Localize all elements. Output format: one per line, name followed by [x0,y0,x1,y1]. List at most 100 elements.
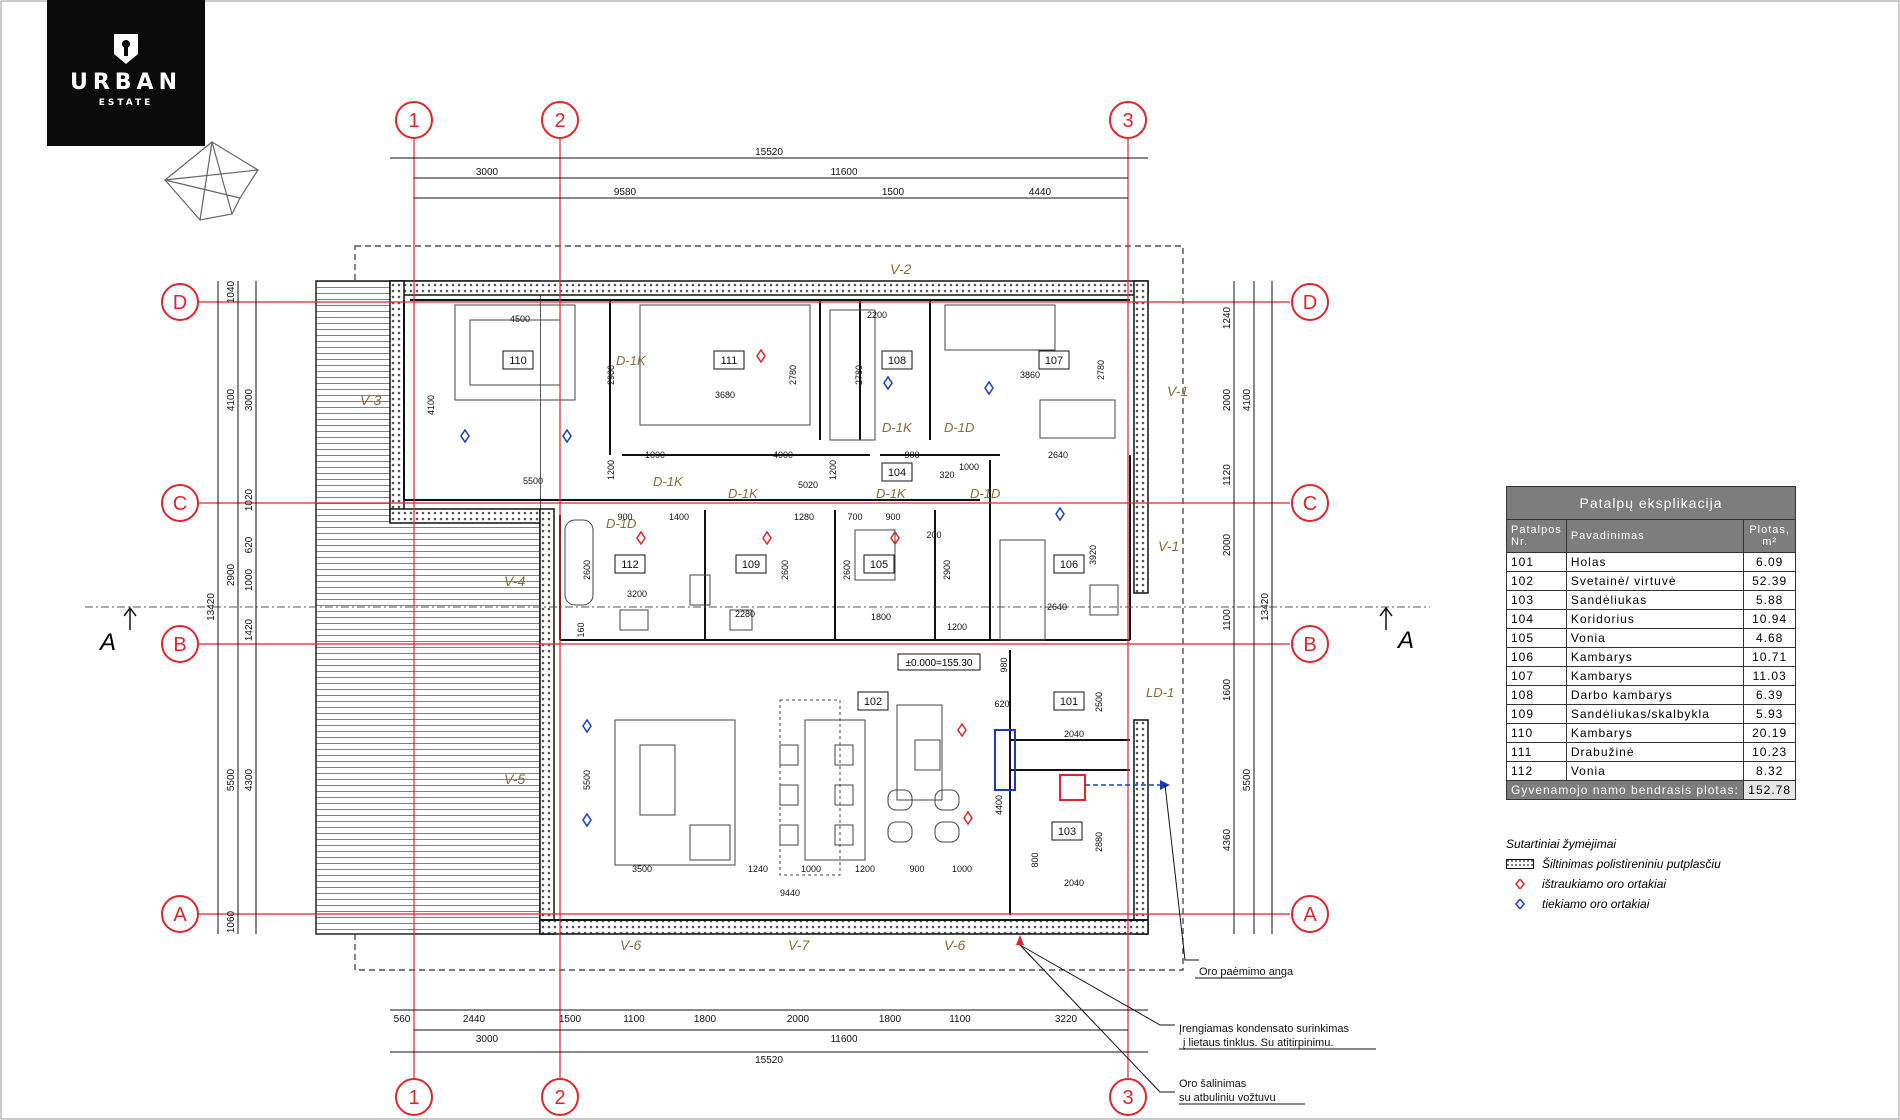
grid-bubble-C-right [1291,484,1329,522]
dim-text: 1100 [1222,609,1233,631]
facade-label: V-5 [504,771,525,787]
grid-bubbles [161,101,1329,1116]
dim-text: 2900 [606,365,616,385]
legend-item-insulation: Šiltinimas polistireniniu putplasčiu [1506,854,1721,874]
grid-bubble-1-bottom [395,1078,433,1116]
dining-table [804,719,866,861]
dim-text: 3920 [1088,545,1098,565]
dim-text: 900 [885,512,900,522]
dim-text: 2040 [1064,878,1084,888]
bathtub [564,519,594,606]
supply-air-icon [562,428,572,444]
dim-text: 900 [904,450,919,460]
legend-label: tiekiamo oro ortakiai [1542,897,1650,911]
dim-text: 2000 [787,1014,810,1025]
dim-text: 1200 [828,460,838,480]
dimension-lines [217,157,1273,1053]
grid-bubble-2-bottom [541,1078,579,1116]
dim-text: 1020 [244,488,255,511]
dim-text: 13420 [206,593,217,621]
room-tags [502,350,1085,841]
extract-air-icon [756,348,766,364]
dim-text: 320 [939,470,954,480]
dim-text: 1100 [949,1014,971,1025]
grid-bubble-B-right [1291,625,1329,663]
legend-label: ištraukiamo oro ortakiai [1542,877,1667,891]
dim-text: 2000 [1222,388,1233,411]
north-arrow-icon [164,141,259,221]
grid-label: B [1303,634,1316,656]
door-tag: D-1D [606,516,636,531]
door-tag: LD-1 [1146,685,1174,700]
supply-air-icon [1055,506,1065,522]
facade-label: V-1 [1167,383,1188,399]
grid-bubble-A-left [161,895,199,933]
header-area: m² [1762,536,1778,548]
grid-label: C [173,493,187,515]
supply-air-icon [460,428,470,444]
section-marker-left [123,606,137,630]
grid-bubble-D-right [1291,283,1329,321]
dim-text: 1600 [1222,678,1233,701]
header-nr: Nr. [1511,536,1529,548]
grid-label: D [173,292,187,314]
dim-text: 2000 [1222,533,1233,556]
leader-line [1019,944,1175,1093]
dim-text: 2600 [582,560,592,580]
dim-text: 2900 [226,563,237,586]
dim-text: 1100 [623,1014,645,1025]
dim-text: 5500 [1242,768,1253,791]
total-value: 152.78 [1743,780,1796,800]
dim-text: 1240 [1222,306,1233,329]
dim-text: 3500 [632,864,652,874]
room-number: 112 [621,559,639,571]
dim-text: 1280 [794,512,814,522]
door-tag: D-1K [882,420,913,435]
room-number: 101 [1060,696,1078,708]
dim-text: 2440 [463,1014,486,1025]
kitchen-island [896,704,943,801]
facade-label: V-1 [1158,538,1179,554]
dim-text: 1120 [1222,464,1233,486]
legend-label: Šiltinimas polistireniniu putplasčiu [1542,857,1721,871]
dim-text: 4300 [244,768,255,791]
ventilation-unit [994,729,1016,791]
dim-text: 900 [617,512,632,522]
room-number: 105 [870,559,888,571]
dim-text: 1420 [244,618,255,641]
door-tag: D-1K [616,353,647,368]
dim-text: 980 [999,657,1009,672]
room-number: 106 [1060,559,1078,571]
supply-air-icon [883,375,893,391]
grid-bubble-1-top [395,101,433,139]
door-tag: D-1D [970,486,1000,501]
facade-label: V-6 [944,937,965,953]
washing-machine [729,609,753,631]
dim-text: 1200 [855,864,875,874]
dim-text: 200 [926,530,941,540]
dim-text: 1000 [952,864,972,874]
level-mark: ±0.000=155.30 [906,658,973,669]
dim-text: 2780 [1096,360,1106,380]
dim-text: 620 [244,536,255,553]
header-nr: Patalpos [1511,524,1562,536]
dim-text: 4360 [1222,828,1233,851]
room-number: 110 [509,355,527,367]
grid-bubble-3-bottom [1109,1078,1147,1116]
urban-estate-logo: URBAN ESTATE [47,0,205,146]
dim-text: 1800 [871,612,891,622]
dim-text: 9580 [614,187,637,198]
supply-air-icon [1515,899,1525,909]
legend-title: Sutartiniai žymėjimai [1506,837,1617,851]
dim-text: 3680 [715,390,735,400]
dim-text: 3220 [1055,1014,1078,1025]
dim-text: 13420 [1260,593,1271,621]
logo-text: URBAN [69,70,182,95]
extract-duct-markers [636,348,973,826]
grid-label: 2 [554,1087,565,1109]
